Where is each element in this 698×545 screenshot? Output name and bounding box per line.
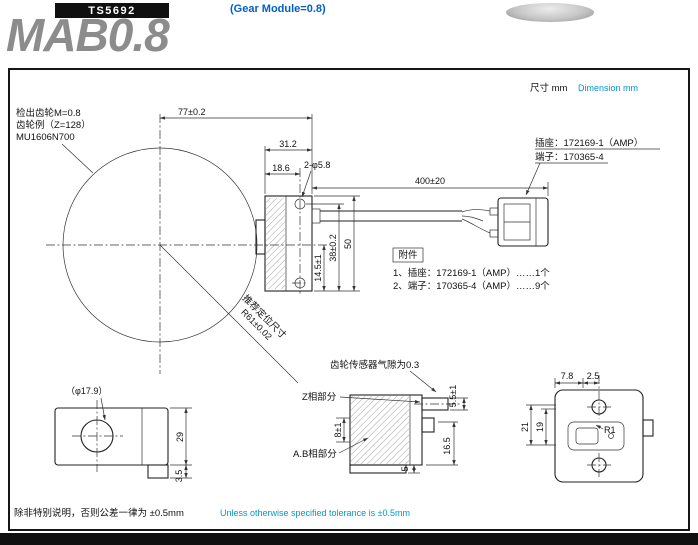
dim-19-label: 19 [535, 422, 545, 432]
tolerance-note-cn: 除非特别说明，否则公差一律为 ±0.5mm [14, 507, 184, 519]
rear-recess-inner [575, 427, 599, 445]
dim-8-label: 8±1 [333, 423, 343, 438]
air-gap-note-group: 齿轮传感器气隙为0.3 [330, 359, 437, 393]
sensor-section-hatch [266, 198, 285, 289]
dim-55-label: 5.5±1 [448, 385, 458, 407]
units-cn: 尺寸 mm [530, 82, 568, 94]
air-gap-leader [409, 370, 437, 393]
dim-400-label: 400±20 [415, 176, 445, 186]
tolerance-note-en: Unless otherwise specified tolerance is … [220, 508, 410, 518]
rear-view-tab [642, 419, 654, 437]
dim-25-label: 2.5 [587, 371, 600, 381]
ab-phase-label: A.B相部分 [293, 448, 337, 460]
dim-165-label: 16.5 [442, 437, 452, 455]
cable-exit-stub [311, 208, 321, 224]
wire-1 [461, 209, 491, 213]
dim-29-label: 29 [175, 432, 185, 442]
product-title: MAB0.8 [6, 9, 170, 61]
accessories-title: 附件 [398, 249, 418, 261]
rear-recess [567, 421, 625, 451]
positioning-note: 推荐定位尺寸 R61±0.02 [239, 292, 289, 341]
dimensions-main: 77±0.2 31.2 18.6 2-φ5.8 400±20 14.5±1 38… [159, 107, 549, 292]
wire-3 [461, 218, 491, 234]
sensor-tip [255, 219, 266, 255]
gear-note-leader [61, 143, 94, 174]
ab-probe [421, 417, 435, 433]
ab-phase-leader [338, 437, 369, 454]
sensor-front-view [255, 168, 321, 296]
wire-2 [461, 215, 484, 222]
gear-pitch-circle [62, 147, 258, 343]
product-photo [506, 3, 594, 22]
accessories-item-2: 2、端子：170365-4（AMP）……9个 [393, 280, 550, 292]
cable-and-connector: 插座：172169-1（AMP） 端子：170365-4 [320, 137, 660, 247]
dim-78-label: 7.8 [561, 371, 574, 381]
dim-r1-leader [595, 424, 604, 430]
accessories-note: 附件 1、插座：172169-1（AMP）……1个 2、端子：170365-4（… [392, 247, 550, 292]
dim-18-label: 18.6 [272, 163, 290, 173]
accessories-item-1: 1、插座：172169-1（AMP）……1个 [393, 267, 550, 279]
socket-label: 插座：172169-1（AMP） [535, 137, 643, 149]
dim-21-label: 21 [520, 422, 530, 432]
model-code: TS5692 [88, 4, 136, 17]
terminal-pin-2 [489, 229, 499, 238]
side-view-hatch [351, 396, 409, 464]
gear-note-line3: MU1606N700 [16, 132, 75, 143]
positioning-radius-leader [159, 244, 299, 384]
side-view-foot [349, 464, 407, 474]
gear-note-line2: 齿轮例（Z=128） [16, 119, 91, 131]
hole-dia-leader [100, 397, 106, 421]
z-phase-label: Z相部分 [302, 391, 337, 403]
dim-77-label: 77±0.2 [178, 107, 205, 117]
connector-housing [497, 197, 549, 247]
technical-drawing-svg: 尺寸 mm Dimension mm 检出齿轮M=0.8 齿轮例（Z=128） … [14, 82, 660, 519]
terminal-label: 端子：170365-4 [535, 151, 604, 163]
dimension-drawing-frame: 尺寸 mm Dimension mm 检出齿轮M=0.8 齿轮例（Z=128） … [8, 68, 690, 531]
mount-holes-label: 2-φ5.8 [304, 160, 330, 170]
hole-dia-label: （φ17.9） [66, 386, 107, 396]
side-view: Z相部分 A.B相部分 5.5±1 8±1 16.5 5 [293, 385, 468, 474]
connector-label-leader [525, 162, 541, 196]
model-code-tab: TS5692 [55, 3, 169, 18]
dim-5-label: 5 [400, 466, 410, 471]
gear-note-line1: 检出齿轮M=0.8 [16, 107, 81, 119]
dim-38-label: 38±0.2 [328, 234, 338, 261]
dim-r1-label: R1 [604, 425, 616, 435]
dim-50-label: 50 [343, 239, 353, 249]
units-en: Dimension mm [578, 83, 638, 93]
gear-module-subtitle: (Gear Module=0.8) [230, 3, 326, 15]
air-gap-note: 齿轮传感器气隙为0.3 [330, 359, 419, 371]
accessories-title-box [392, 247, 424, 263]
dim-31-label: 31.2 [279, 139, 297, 149]
rear-recess-pin [608, 433, 614, 439]
dim-14-label: 14.5±1 [313, 254, 323, 281]
terminal-pin-1 [489, 207, 499, 216]
mount-holes-leader [301, 170, 312, 198]
tolerance-note: 除非特别说明，否则公差一律为 ±0.5mm Unless otherwise s… [14, 507, 410, 519]
top-view-tip [147, 464, 169, 479]
top-view: （φ17.9） 29 3.5 [54, 386, 192, 483]
footer-bar [0, 533, 698, 545]
rear-view: R1 7.8 2.5 21 19 [520, 371, 654, 483]
units-label: 尺寸 mm Dimension mm [530, 82, 638, 94]
dim-35-label: 3.5 [174, 470, 184, 483]
z-phase-leader [339, 396, 421, 404]
top-view-body [54, 407, 169, 466]
